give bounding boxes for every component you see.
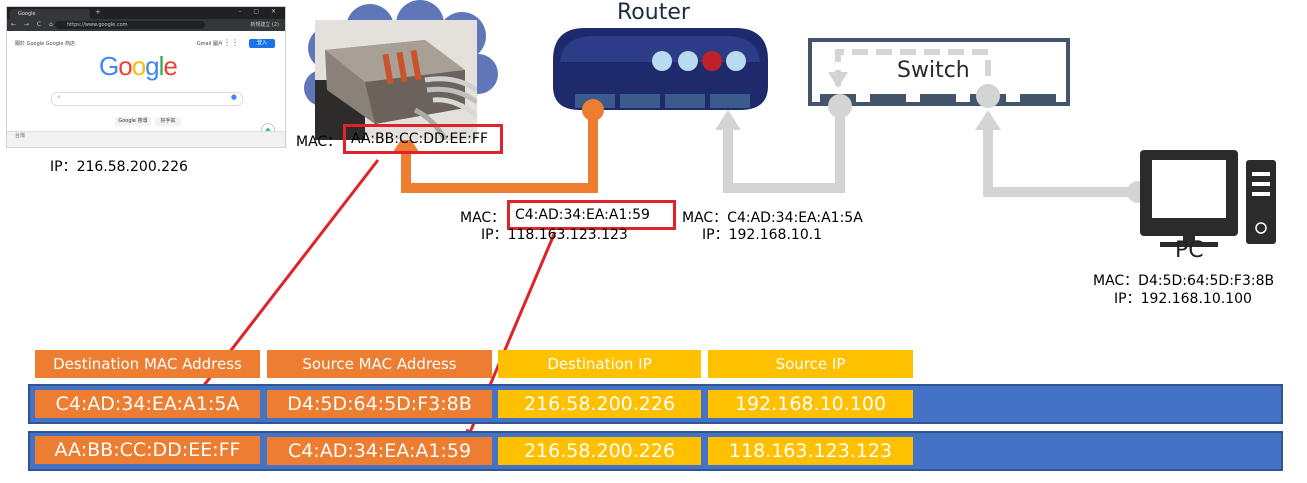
header-destination-mac: Destination MAC Address (35, 350, 260, 378)
header-source-ip: Source IP (708, 350, 913, 378)
router-switch-link (723, 112, 845, 193)
switch-pc-link (983, 128, 1138, 197)
browser-address-bar: ← → C ⌂ https://www.google.com 新規建立 (2) (7, 19, 285, 31)
pc-mac: MAC：D4:5D:64:5D:F3:8B (1093, 273, 1275, 289)
header-destination-ip: Destination IP (498, 350, 701, 378)
browser-window: Google + – ▢ ✕ ← → C ⌂ https://www.googl… (6, 6, 286, 148)
new-tab-icon[interactable]: + (95, 8, 101, 16)
row2-destination-mac: AA:BB:CC:DD:EE:FF (35, 436, 260, 464)
router-wan-mac-highlight: C4:AD:34:EA:A1:59 (507, 200, 676, 230)
gray-arrow-up-router (715, 110, 741, 130)
modem-router-link (401, 112, 598, 193)
nav-arrows-icon[interactable]: ← → C ⌂ (11, 21, 56, 28)
router-lan-mac: MAC：C4:AD:34:EA:A1:5A (682, 210, 863, 226)
row1-source-ip: 192.168.10.100 (708, 390, 913, 418)
pc-ip: IP：192.168.10.100 (1114, 291, 1252, 307)
router-wan-mac: C4:AD:34:EA:A1:59 (515, 207, 650, 223)
top-left-links[interactable]: 關於 Google Google 商店 (15, 41, 76, 47)
header-source-mac: Source MAC Address (267, 350, 492, 378)
google-search-button[interactable]: Google 搜尋 (115, 117, 151, 126)
pc-label: PC (1175, 238, 1204, 263)
modem-mac-highlight: AA:BB:CC:DD:EE:FF (343, 124, 503, 154)
sign-in-button[interactable]: 登入 (249, 39, 275, 48)
switch-label: Switch (897, 58, 970, 83)
account-chip[interactable]: 新規建立 (2) (250, 22, 279, 28)
router-device (553, 28, 768, 121)
row2-source-mac: C4:AD:34:EA:A1:59 (267, 437, 492, 465)
modem-photo (315, 20, 477, 140)
row1-destination-ip: 216.58.200.226 (498, 390, 701, 418)
orange-arrow-up (393, 132, 419, 152)
row2-destination-ip: 216.58.200.226 (498, 437, 701, 465)
modem-mac: AA:BB:CC:DD:EE:FF (351, 131, 488, 147)
search-icon: ⌕ (57, 93, 61, 101)
top-right-links[interactable]: Gmail 圖片 (196, 41, 223, 47)
modem-mac-prefix: MAC： (296, 134, 342, 150)
search-input[interactable]: ⌕ ● (51, 92, 243, 106)
url-field[interactable]: https://www.google.com (55, 21, 205, 29)
router-label: Router (617, 0, 690, 25)
router-wan-ip: IP：118.163.123.123 (481, 227, 628, 243)
browser-footer: 台灣 (7, 131, 285, 147)
router-lan-ip: IP：192.168.10.1 (702, 227, 823, 243)
gray-arrow-up-switch (975, 110, 1001, 130)
browser-tab[interactable]: Google (10, 9, 90, 19)
browser-tab-bar: Google + – ▢ ✕ (7, 7, 285, 19)
switch-device (808, 38, 1070, 118)
row1-source-mac: D4:5D:64:5D:F3:8B (267, 390, 492, 418)
mic-icon[interactable]: ● (230, 93, 237, 101)
server-ip: IP：216.58.200.226 (50, 159, 188, 175)
google-logo: Google (99, 51, 178, 81)
apps-grid-icon[interactable]: ⋮⋮ (223, 38, 239, 47)
row2-source-ip: 118.163.123.123 (708, 437, 913, 465)
feeling-lucky-button[interactable]: 好手氣 (155, 117, 181, 126)
window-controls-icon[interactable]: – ▢ ✕ (238, 8, 281, 15)
pc-device (1140, 150, 1276, 247)
row1-destination-mac: C4:AD:34:EA:A1:5A (35, 390, 260, 418)
router-wan-mac-prefix: MAC： (460, 210, 506, 226)
